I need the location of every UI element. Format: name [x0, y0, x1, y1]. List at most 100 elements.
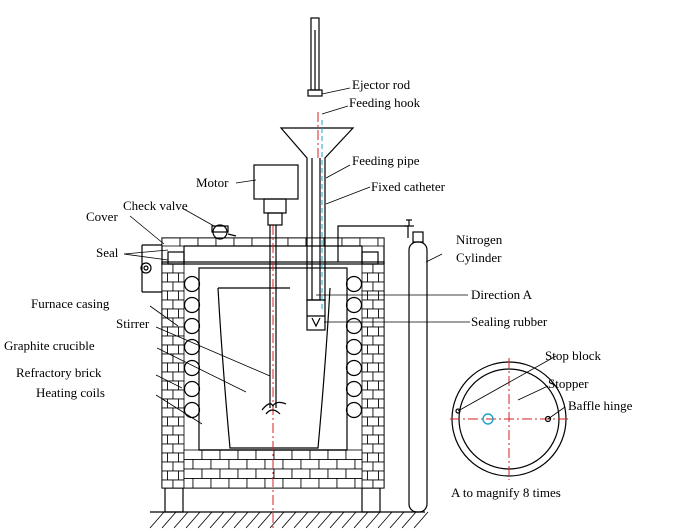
- brick: [172, 281, 185, 292]
- label-baffle-hinge: Baffle hinge: [568, 398, 633, 413]
- ground-hatch-line: [281, 511, 297, 529]
- coil-left: [183, 401, 201, 419]
- brick: [361, 308, 368, 319]
- brick: [178, 308, 185, 319]
- brick: [183, 468, 203, 479]
- brick: [372, 299, 385, 310]
- brick: [273, 468, 293, 479]
- brick: [361, 479, 374, 489]
- brick: [367, 326, 379, 337]
- brick: [345, 468, 363, 479]
- brick: [178, 290, 185, 301]
- brick: [378, 362, 385, 373]
- ground-hatch-line: [173, 511, 189, 529]
- brick: [161, 416, 168, 427]
- label-nitrogen-line2: Cylinder: [456, 250, 502, 265]
- brick: [378, 416, 385, 427]
- brick: [372, 281, 385, 292]
- brick: [161, 362, 168, 373]
- brick: [327, 449, 347, 460]
- coil-right: [345, 338, 363, 356]
- brick: [367, 380, 379, 391]
- ground-hatch-line: [209, 511, 225, 529]
- brick: [354, 478, 363, 489]
- coil-right: [345, 317, 363, 335]
- brick: [318, 459, 338, 470]
- brick: [201, 468, 221, 479]
- brick: [372, 317, 385, 328]
- brick: [161, 237, 181, 247]
- brick: [372, 389, 385, 400]
- brick: [361, 443, 374, 454]
- coil-left: [183, 317, 201, 335]
- brick: [161, 281, 174, 292]
- brick: [361, 344, 368, 355]
- ground-hatch-line: [269, 511, 285, 529]
- label-seal: Seal: [96, 245, 119, 260]
- brick: [378, 434, 385, 445]
- brick: [361, 407, 374, 418]
- brick: [361, 362, 368, 373]
- fixed-catheter: [306, 299, 326, 331]
- brick: [178, 272, 185, 283]
- brick: [161, 407, 174, 418]
- brick: [161, 299, 174, 310]
- brick: [367, 416, 379, 427]
- brick: [309, 468, 329, 479]
- leader-lines: [123, 87, 566, 425]
- brick: [378, 380, 385, 391]
- brick: [210, 459, 230, 470]
- brick: [192, 478, 212, 489]
- brick: [367, 362, 379, 373]
- brick: [287, 237, 307, 247]
- brick: [361, 452, 368, 463]
- brick: [228, 478, 248, 489]
- brick: [178, 362, 185, 373]
- brick: [183, 478, 194, 489]
- brick: [282, 459, 302, 470]
- label-direction-a: Direction A: [471, 287, 533, 302]
- brick: [372, 425, 385, 436]
- brick: [167, 470, 179, 481]
- brick: [378, 308, 385, 319]
- brick: [361, 299, 374, 310]
- brick: [255, 468, 275, 479]
- brick: [378, 290, 385, 301]
- brick: [237, 449, 257, 460]
- brick: [372, 335, 385, 346]
- brick: [361, 389, 374, 400]
- coil-right: [345, 296, 363, 314]
- label-fixed-catheter: Fixed catheter: [371, 179, 446, 194]
- brick: [367, 290, 379, 301]
- brick: [354, 459, 363, 470]
- label-refractory-brick: Refractory brick: [16, 365, 102, 380]
- nitrogen-cylinder: [408, 231, 428, 513]
- label-sealing-rubber: Sealing rubber: [471, 314, 548, 329]
- brick: [361, 380, 368, 391]
- brick: [233, 237, 253, 247]
- brick: [192, 459, 212, 470]
- brick: [161, 452, 168, 463]
- label-ejector-rod: Ejector rod: [352, 77, 411, 92]
- brick: [172, 299, 185, 310]
- brick: [167, 416, 179, 427]
- brick: [161, 272, 168, 283]
- brick: [367, 470, 379, 481]
- brick: [361, 371, 374, 382]
- brick: [361, 317, 374, 328]
- coil-right: [345, 380, 363, 398]
- brick: [161, 470, 168, 481]
- brick: [361, 263, 374, 274]
- brick: [264, 459, 284, 470]
- brick: [372, 443, 385, 454]
- brick: [167, 290, 179, 301]
- label-nitrogen-line1: Nitrogen: [456, 232, 503, 247]
- ground-hatch-line: [149, 511, 165, 529]
- brick: [246, 478, 266, 489]
- brick: [305, 237, 325, 247]
- brick: [201, 449, 221, 460]
- graphite-crucible: [217, 287, 331, 449]
- brick: [255, 449, 275, 460]
- brick: [327, 468, 347, 479]
- brick: [197, 237, 217, 247]
